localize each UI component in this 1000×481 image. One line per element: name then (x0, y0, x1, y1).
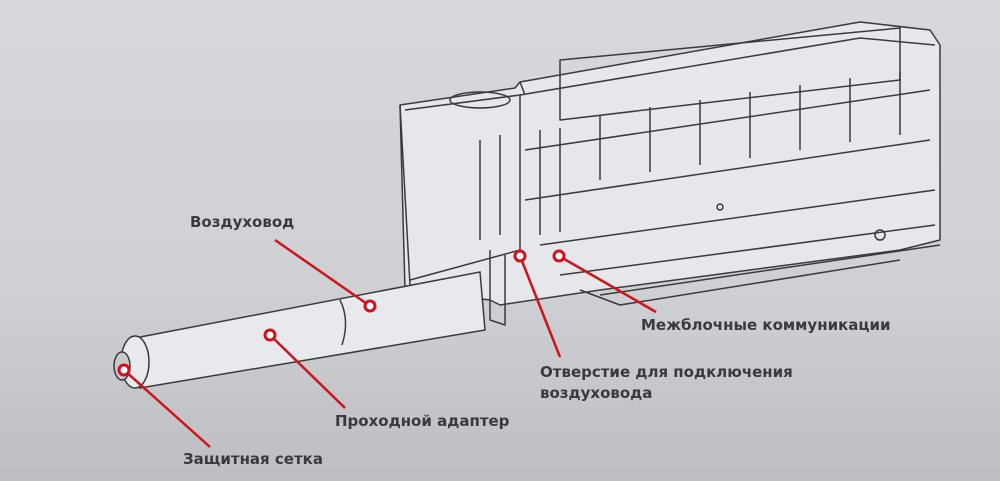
indoor-unit-drawing (399, 21, 941, 326)
duct-pipe-drawing (113, 271, 486, 389)
label-opening-line1: Отверстие для подключения (540, 363, 793, 381)
leader-lines (123, 238, 657, 448)
label-duct: Воздуховод (190, 213, 295, 231)
label-grille: Защитная сетка (183, 450, 323, 468)
label-opening-line2: воздуховода (540, 384, 653, 402)
grille-marker (117, 363, 131, 377)
label-interconnect: Межблочные коммуникации (641, 316, 891, 334)
adapter-marker (263, 328, 277, 342)
interconnect-marker (552, 249, 566, 263)
opening-marker (513, 249, 527, 263)
label-adapter: Проходной адаптер (335, 412, 510, 430)
duct-marker (363, 299, 377, 313)
callout-markers (117, 249, 566, 377)
